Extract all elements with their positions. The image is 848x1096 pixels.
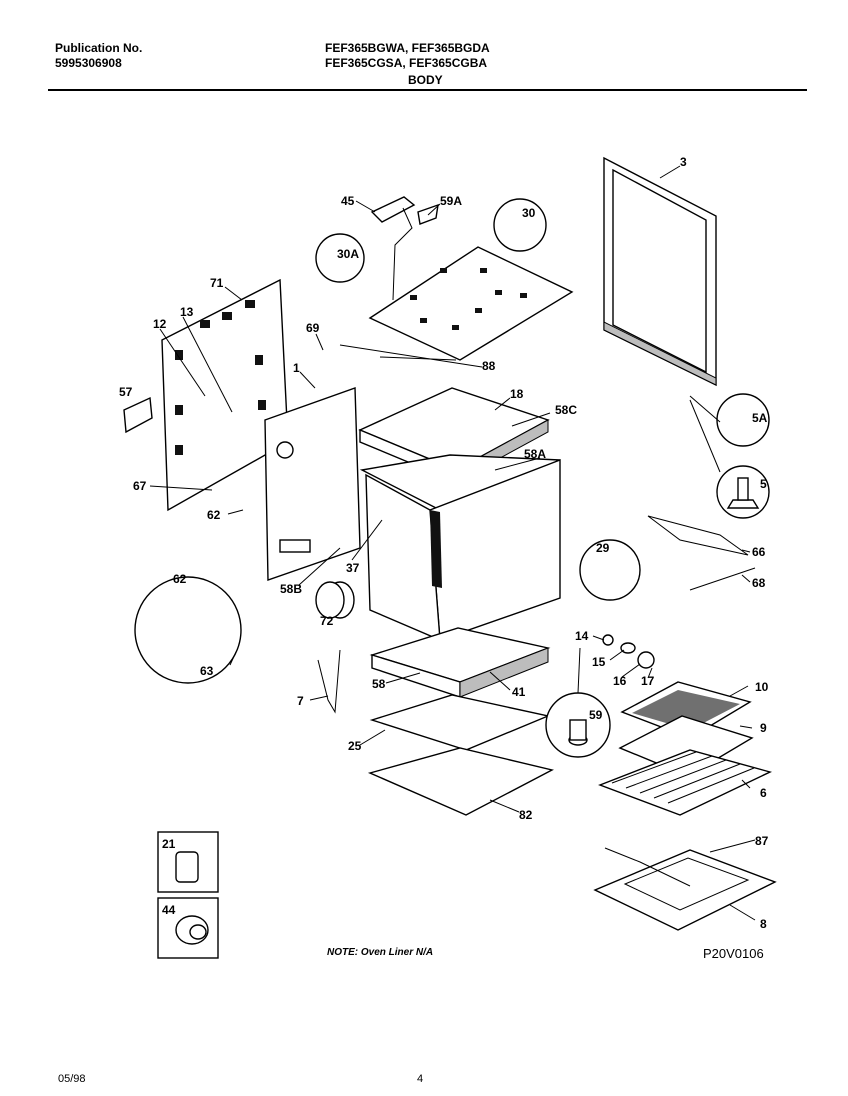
cooktop-panel-part	[368, 246, 574, 361]
callout-9: 9	[760, 721, 767, 735]
callout-30a: 30A	[337, 247, 359, 261]
callout-17: 17	[641, 674, 655, 688]
callout-44: 44	[162, 903, 176, 917]
callout-58c: 58C	[555, 403, 577, 417]
callout-7: 7	[297, 694, 304, 708]
callout-69: 69	[306, 321, 320, 335]
floor-panel-part	[367, 747, 554, 816]
callout-67: 67	[133, 479, 147, 493]
callout-62-detail: 62	[173, 572, 187, 586]
callout-16: 16	[613, 674, 627, 688]
callout-58b: 58B	[280, 582, 302, 596]
callout-62: 62	[207, 508, 221, 522]
callout-72: 72	[320, 614, 334, 628]
section-title: BODY	[408, 73, 443, 87]
callout-15: 15	[592, 655, 606, 669]
callout-18: 18	[510, 387, 524, 401]
callout-25: 25	[348, 739, 362, 753]
callout-5a: 5A	[752, 411, 768, 425]
callout-8: 8	[760, 917, 767, 931]
callout-labels: 3 45 59A 30 30A 71 13 12 69 1 88 18 58C …	[119, 155, 769, 931]
insulation-bottom-part	[369, 627, 551, 698]
detail-circle-30a	[315, 233, 365, 283]
header-rule	[48, 89, 807, 91]
hinge-bracket-part	[317, 649, 341, 714]
callout-57: 57	[119, 385, 133, 399]
callout-29: 29	[596, 541, 610, 555]
oven-door-part	[603, 156, 717, 387]
callout-87: 87	[755, 834, 769, 848]
callout-14: 14	[575, 629, 589, 643]
callout-66: 66	[752, 545, 766, 559]
side-panel-part	[264, 387, 361, 581]
callout-12: 12	[153, 317, 167, 331]
footer-date: 05/98	[58, 1073, 86, 1085]
callout-71: 71	[210, 276, 224, 290]
leader-lines	[149, 165, 756, 921]
callout-10: 10	[755, 680, 769, 694]
oven-rack-part	[598, 749, 772, 816]
detail-circle-62	[134, 576, 242, 684]
oven-cavity-part	[359, 454, 561, 642]
callout-1: 1	[293, 361, 300, 375]
callout-41: 41	[512, 685, 526, 699]
callout-3: 3	[680, 155, 687, 169]
publication-label: Publication No.	[55, 41, 143, 55]
callout-59: 59	[589, 708, 603, 722]
callout-5: 5	[760, 477, 767, 491]
callout-13: 13	[180, 305, 194, 319]
callout-58a: 58A	[524, 447, 546, 461]
callout-88: 88	[482, 359, 496, 373]
callout-68: 68	[752, 576, 766, 590]
broil-element-part	[647, 515, 756, 591]
bottom-plate-part	[369, 694, 551, 751]
callout-63: 63	[200, 664, 214, 678]
clip-part	[123, 396, 153, 434]
callout-37: 37	[346, 561, 360, 575]
callout-6: 6	[760, 786, 767, 800]
page-number: 4	[417, 1073, 424, 1085]
detail-circle-29	[579, 539, 641, 601]
cylinder-part	[315, 581, 355, 619]
publication-number: 5995306908	[55, 56, 122, 70]
bake-element-part	[593, 847, 777, 931]
diagram-code: P20V0106	[703, 946, 764, 961]
callout-59a: 59A	[440, 194, 462, 208]
model-numbers-line2: FEF365CGSA, FEF365CGBA	[325, 56, 488, 70]
callout-82: 82	[519, 808, 533, 822]
detail-circle-30	[493, 198, 547, 252]
callout-30: 30	[522, 206, 536, 220]
callout-45: 45	[341, 194, 355, 208]
model-numbers-line1: FEF365BGWA, FEF365BGDA	[325, 41, 490, 55]
callout-21: 21	[162, 837, 176, 851]
oven-liner-note: NOTE: Oven Liner N/A	[327, 947, 434, 958]
callout-58: 58	[372, 677, 386, 691]
